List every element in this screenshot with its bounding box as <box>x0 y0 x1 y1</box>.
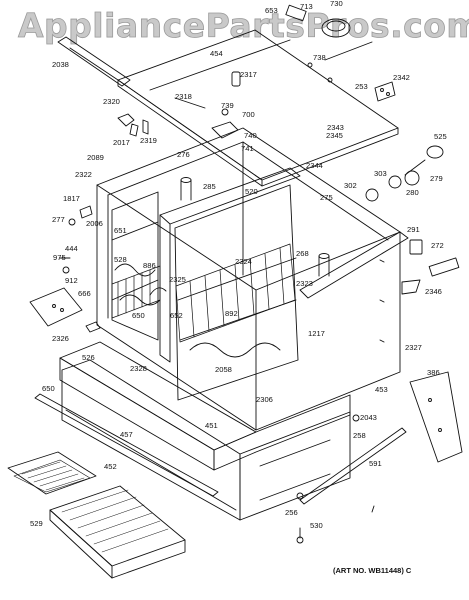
part-callout: 452 <box>104 462 117 471</box>
bake-elements <box>119 287 281 358</box>
part-callout: 2326 <box>52 334 69 343</box>
cover-plate <box>29 287 83 327</box>
part-callout: 256 <box>285 508 298 517</box>
part-callout: 268 <box>296 249 309 258</box>
part-callout: 2328 <box>130 364 147 373</box>
part-callout: 272 <box>431 241 444 250</box>
part-callout: 730 <box>330 0 343 8</box>
watermark: AppliancePartsPros.com <box>18 6 469 46</box>
part-callout: 457 <box>120 430 133 439</box>
part-callout: 302 <box>344 181 357 190</box>
part-callout: 2344 <box>306 161 323 170</box>
part-callout: 2089 <box>87 153 104 162</box>
part-callout: 2017 <box>113 138 130 147</box>
screws <box>296 414 360 544</box>
part-callout: 2323 <box>296 279 313 288</box>
part-callout: 2322 <box>75 170 92 179</box>
part-callout: 525 <box>434 132 447 141</box>
part-callout: 741 <box>241 144 254 153</box>
part-callout: 1817 <box>63 194 80 203</box>
part-callout: 892 <box>225 309 238 318</box>
part-callout: 1217 <box>308 329 325 338</box>
part-callout: 2327 <box>405 343 422 352</box>
side-plate <box>409 371 463 463</box>
part-callout: 530 <box>310 521 323 530</box>
top-right-hardware <box>285 4 396 102</box>
part-callout: 650 <box>132 311 145 320</box>
part-callout: 2043 <box>360 413 377 422</box>
part-callout: 700 <box>242 110 255 119</box>
broiler-pan <box>49 485 186 579</box>
part-callout: 253 <box>355 82 368 91</box>
part-callout: 2317 <box>240 70 257 79</box>
left-small-parts <box>59 205 101 333</box>
part-callout: 2320 <box>103 97 120 106</box>
part-callout: 738 <box>313 53 326 62</box>
part-callout: 2345 <box>326 131 343 140</box>
part-callout: 912 <box>65 276 78 285</box>
part-callout: 2346 <box>425 287 442 296</box>
oven-light-parts <box>365 145 444 202</box>
part-callout: 285 <box>203 182 216 191</box>
part-callout: 2343 <box>327 123 344 132</box>
part-callout: 591 <box>369 459 382 468</box>
part-callout: 529 <box>30 519 43 528</box>
part-callout: 713 <box>300 2 313 11</box>
top-cover-panel <box>117 29 399 187</box>
part-callout: 279 <box>430 174 443 183</box>
part-callout: 275 <box>320 193 333 202</box>
part-callout: 2058 <box>215 365 232 374</box>
part-callout: 276 <box>177 150 190 159</box>
part-callout: 2342 <box>393 73 410 82</box>
part-callout: 280 <box>406 188 419 197</box>
part-callout: 444 <box>65 244 78 253</box>
art-number: (ART NO. WB11448) C <box>333 566 412 575</box>
part-callout: 291 <box>407 225 420 234</box>
part-callout: 2306 <box>256 395 273 404</box>
right-side-panel <box>299 231 409 343</box>
part-callout: 453 <box>375 385 388 394</box>
part-callout: 277 <box>52 215 65 224</box>
right-bracket <box>401 279 421 295</box>
left-drawer-rail <box>34 393 219 497</box>
part-callout: 386 <box>427 368 440 377</box>
side-trim-strip <box>57 36 131 87</box>
part-callout: 258 <box>353 431 366 440</box>
part-callout: 2324 <box>235 257 252 266</box>
part-callout: 740 <box>244 131 257 140</box>
indicator-mark <box>371 505 375 513</box>
part-callout: 886 <box>143 261 156 270</box>
part-callout: 2318 <box>175 92 192 101</box>
part-callout: 739 <box>221 101 234 110</box>
part-callout: 653 <box>265 6 278 15</box>
part-callout: 520 <box>245 187 258 196</box>
part-callout: 650 <box>42 384 55 393</box>
oven-racks <box>111 243 296 343</box>
part-callout: 2038 <box>52 60 69 69</box>
vent-tubes <box>180 177 330 277</box>
right-drawer-rail <box>296 427 407 505</box>
part-callout: 2006 <box>86 219 103 228</box>
part-callout: 454 <box>210 49 223 58</box>
part-callout: 666 <box>78 289 91 298</box>
part-callout: 2325 <box>169 275 186 284</box>
part-callout: 526 <box>82 353 95 362</box>
terminal-blocks <box>409 239 460 277</box>
part-callout: 451 <box>205 421 218 430</box>
part-callout: 303 <box>374 169 387 178</box>
part-callout: 651 <box>114 226 127 235</box>
broiler-pan-insert <box>7 451 97 495</box>
part-callout: 975 <box>53 253 66 262</box>
part-callout: 528 <box>114 255 127 264</box>
part-callout: 2319 <box>140 136 157 145</box>
part-callout: 652 <box>170 311 183 320</box>
